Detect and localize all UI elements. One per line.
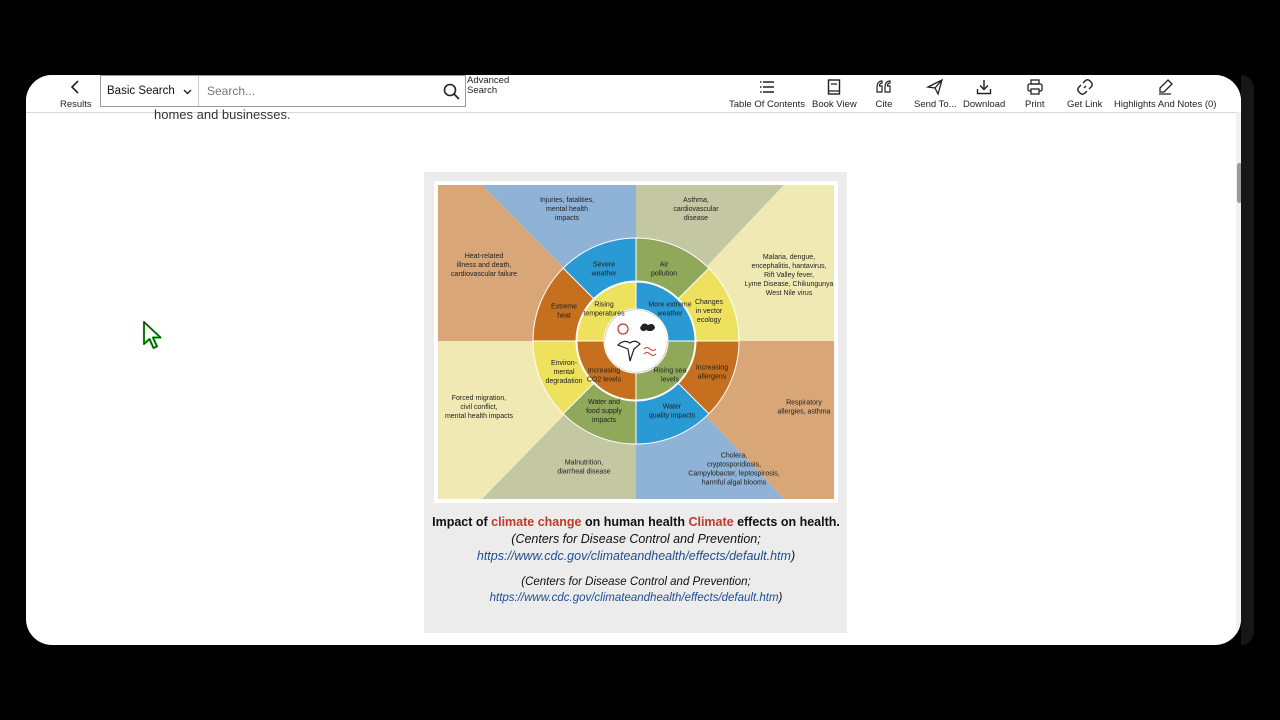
caption-highlight2: Climate [688, 515, 734, 529]
toc-label: Table Of Contents [729, 99, 806, 110]
caption-highlight1: climate change [491, 515, 582, 529]
print-label: Print [1025, 99, 1045, 110]
cite-label: Cite [875, 99, 893, 110]
printer-icon [1027, 79, 1043, 95]
outer-label-cholera: Cholera,cryptosporidiosis,Campylobacter,… [688, 453, 779, 487]
source-line1: (Centers for Disease Control and Prevent… [521, 576, 751, 588]
scrollbar-track[interactable] [1236, 112, 1241, 645]
waves-icon [643, 347, 657, 356]
search-bar: Basic Search [100, 75, 466, 107]
cloud-icon [640, 323, 655, 332]
caption-close: ) [790, 549, 796, 563]
sun-icon [617, 323, 629, 335]
download-label: Download [963, 99, 1006, 110]
back-label: Results [60, 99, 92, 110]
chevron-left-icon [70, 80, 79, 94]
outer-label-malnutrition: Malnutrition,diarrheal disease [557, 460, 610, 476]
inner-segment-co2 [576, 340, 637, 401]
source-link[interactable]: https://www.cdc.gov/climateandhealth/eff… [489, 592, 779, 604]
outer-label-malaria: Malaria, dengue,encephalitis, hantavirus… [745, 254, 834, 297]
back-to-results-button[interactable]: Results [60, 78, 92, 110]
get-link-label: Get Link [1067, 99, 1103, 110]
search-type-select[interactable]: Basic Search [101, 76, 199, 106]
caption-source: (Centers for Disease Control and Prevent… [511, 532, 761, 546]
cite-button[interactable]: Cite [875, 78, 893, 110]
send-to-button[interactable]: Send To... [914, 78, 957, 110]
ring-segment-extreme [532, 267, 595, 342]
book-view-button[interactable]: Book View [812, 78, 857, 110]
scrollbar-thumb[interactable] [1237, 163, 1241, 203]
caption-part3: effects on health. [733, 515, 840, 529]
link-icon [1076, 79, 1093, 95]
highlights-notes-button[interactable]: Highlights And Notes (0) [1114, 78, 1216, 110]
download-button[interactable]: Download [963, 78, 1005, 110]
figure-caption: Impact of climate change on human health… [426, 514, 846, 565]
chevron-down-icon [183, 89, 192, 94]
advanced-search-link[interactable]: Advanced Search [467, 76, 509, 96]
caption-part1: Impact of [432, 515, 492, 529]
center-symbols [616, 323, 657, 362]
advanced-line2: Search [467, 85, 498, 96]
highlighter-icon [1159, 79, 1174, 95]
highlights-label: Highlights And Notes (0) [1114, 99, 1217, 110]
search-type-value: Basic Search [107, 85, 175, 97]
quote-icon [876, 80, 891, 93]
book-icon [828, 79, 841, 95]
mouse-cursor-icon [142, 320, 162, 350]
table-of-contents-button[interactable]: Table Of Contents [729, 78, 805, 110]
list-icon [760, 81, 775, 93]
send-to-label: Send To... [914, 99, 957, 110]
paper-plane-icon [926, 78, 944, 96]
search-input[interactable] [199, 77, 437, 105]
advanced-line1: Advanced [467, 75, 510, 86]
tornado-icon [616, 340, 641, 362]
print-button[interactable]: Print [1025, 78, 1045, 110]
diagram-slices [438, 185, 834, 499]
browser-window: Results Basic Search Advanced Search Tab… [26, 75, 1241, 645]
body-text: homes and businesses. [154, 107, 291, 122]
reader-toolbar: Results Basic Search Advanced Search Tab… [26, 75, 1241, 113]
search-icon [443, 83, 460, 100]
caption-part2: on human health [581, 515, 689, 529]
outer-label-forced: Forced migration,civil conflict,mental h… [445, 395, 514, 420]
source-close: ) [778, 592, 783, 604]
search-button[interactable] [437, 77, 465, 105]
download-icon [976, 80, 992, 95]
figure-source: (Centers for Disease Control and Prevent… [426, 574, 846, 606]
get-link-button[interactable]: Get Link [1067, 78, 1102, 110]
window-edge [1241, 75, 1254, 645]
book-view-label: Book View [812, 99, 857, 110]
caption-link[interactable]: https://www.cdc.gov/climateandhealth/eff… [476, 549, 791, 563]
